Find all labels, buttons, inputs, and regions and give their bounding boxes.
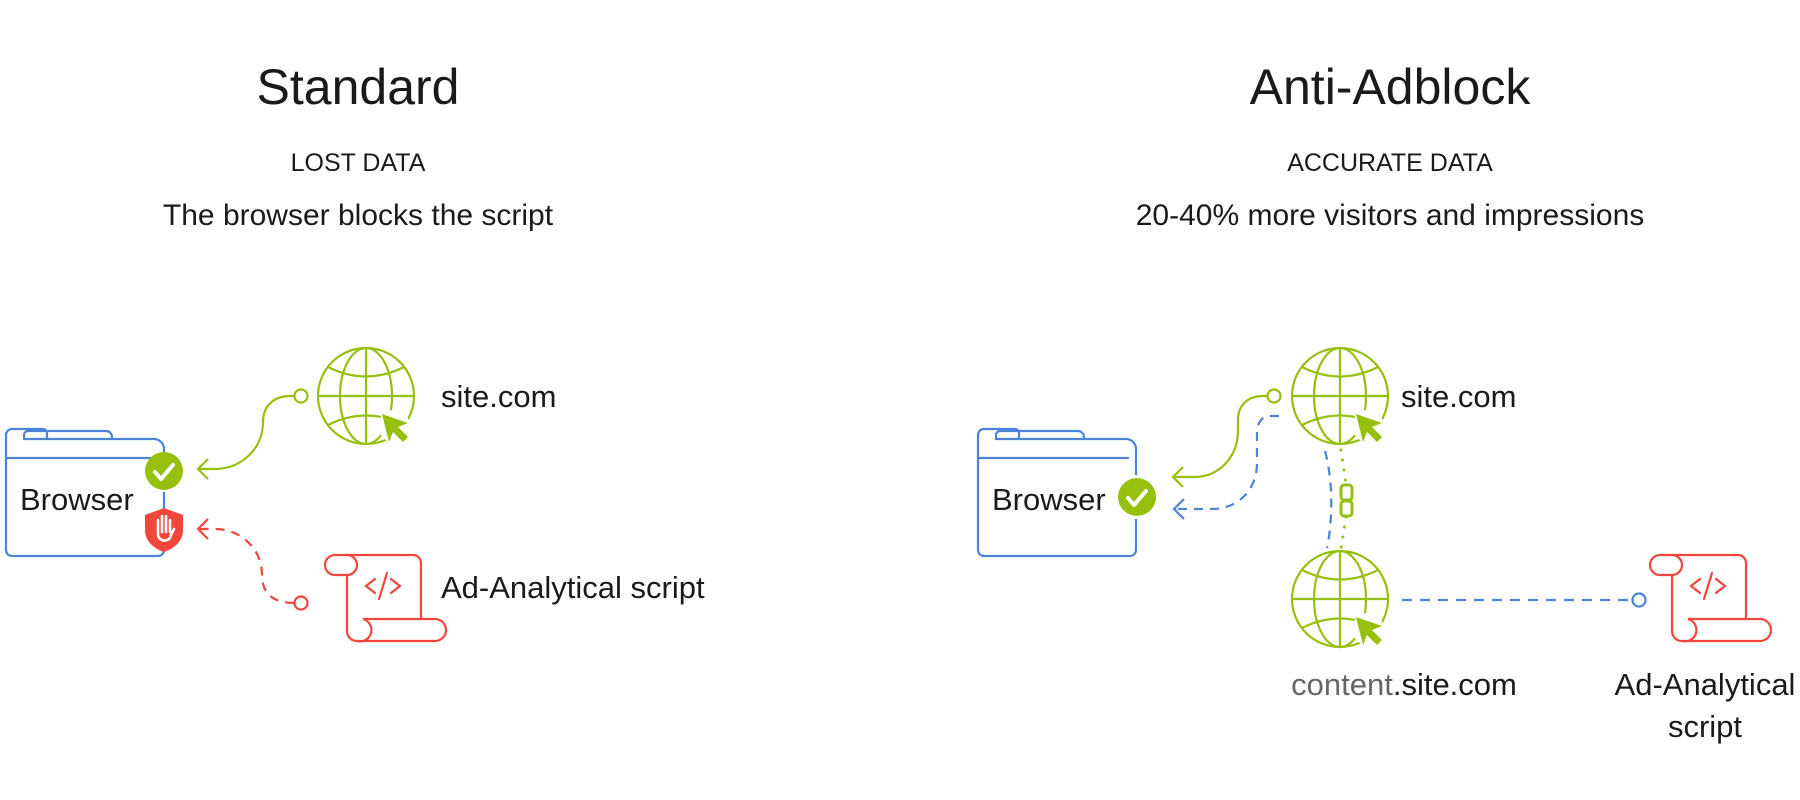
anti-adblock-description: 20-40% more visitors and impressions: [1136, 199, 1645, 232]
check-circle-icon: [143, 450, 185, 492]
standard-description: The browser blocks the script: [163, 199, 554, 232]
content-connection-arrow: [1172, 414, 1279, 520]
globe-cursor-icon: [1290, 549, 1390, 649]
standard-script-label: Ad-Analytical script: [441, 570, 705, 605]
blocked-script-arrow: [198, 527, 295, 605]
globe-cursor-icon: [1290, 346, 1390, 446]
standard-browser-label: Browser: [20, 482, 134, 517]
site-connection-arrow: [196, 388, 309, 480]
standard-title: Standard: [257, 59, 460, 115]
anti-adblock-script-label-line2: script: [1668, 709, 1742, 744]
chain-link-icon: [1339, 483, 1354, 518]
standard-subtitle: LOST DATA: [291, 149, 426, 177]
anti-adblock-script-label-line1: Ad-Analytical: [1615, 667, 1796, 702]
globe-cursor-icon: [316, 346, 416, 446]
check-circle-icon: [1116, 476, 1158, 518]
shield-hand-icon: [145, 508, 183, 552]
proxy-dashed-link: [1323, 450, 1333, 549]
anti-adblock-site-label: site.com: [1401, 379, 1516, 414]
script-scroll-icon: [1648, 553, 1773, 643]
anti-adblock-browser-label: Browser: [992, 482, 1106, 517]
anti-adblock-subtitle: ACCURATE DATA: [1287, 149, 1493, 177]
site-connection-arrow: [1171, 388, 1282, 488]
content-site-label: content.site.com: [1291, 667, 1517, 702]
anti-adblock-title: Anti-Adblock: [1250, 59, 1532, 115]
script-scroll-icon: [323, 553, 448, 643]
standard-site-label: site.com: [441, 379, 556, 414]
